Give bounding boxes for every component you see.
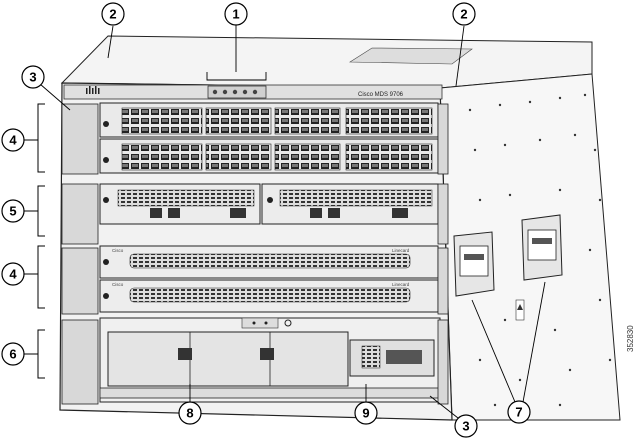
callout-8: 8 <box>178 401 202 425</box>
module-slot-1 <box>99 102 439 138</box>
figure-id: 352830 <box>626 325 635 352</box>
top-label-plate <box>349 47 473 65</box>
power-bay-indicators <box>241 317 292 329</box>
callout-3-top: 3 <box>21 65 45 89</box>
supervisor-module-left <box>99 183 261 225</box>
callout-7: 7 <box>507 400 531 424</box>
left-ejector-column <box>61 103 99 405</box>
chassis-brand-label: Cisco MDS 9706 <box>358 92 404 98</box>
svg-text:4: 4 <box>9 267 17 282</box>
power-supply-unit <box>349 339 435 377</box>
side-handle-left <box>453 231 495 297</box>
callout-brackets <box>37 103 45 379</box>
linecard-module-1: Cisco Linecard <box>99 245 439 279</box>
chassis-top <box>60 35 593 89</box>
callout-4-bottom: 4 <box>1 262 38 286</box>
svg-text:5: 5 <box>9 204 16 219</box>
callout-6: 6 <box>1 342 38 366</box>
callout-4-top: 4 <box>1 128 38 152</box>
svg-text:4: 4 <box>9 133 17 148</box>
side-handle-right <box>521 214 563 281</box>
callout-2-left: 2 <box>101 2 125 26</box>
fan-tray <box>107 331 349 387</box>
callout-5: 5 <box>1 199 38 223</box>
svg-text:3: 3 <box>29 70 36 85</box>
svg-text:1: 1 <box>232 7 239 22</box>
svg-text:9: 9 <box>362 406 369 421</box>
linecard-2-label: Linecard <box>392 282 410 287</box>
linecard-2-vendor: Cisco <box>112 282 124 287</box>
linecard-module-2: Cisco Linecard <box>99 279 439 313</box>
svg-text:2: 2 <box>109 7 116 22</box>
svg-text:6: 6 <box>9 347 16 362</box>
svg-text:7: 7 <box>515 405 522 420</box>
callout-1: 1 <box>224 2 248 26</box>
callout-9: 9 <box>354 401 378 425</box>
status-led-panel <box>207 85 267 99</box>
module-slot-2 <box>99 138 439 174</box>
right-ejector-column <box>437 103 449 405</box>
power-bay-sill <box>99 387 441 399</box>
svg-text:2: 2 <box>460 7 467 22</box>
leader-lines <box>39 25 546 419</box>
callout-3-bottom: 3 <box>454 414 478 438</box>
svg-text:8: 8 <box>186 406 193 421</box>
cisco-logo-icon <box>86 86 100 94</box>
linecard-1-vendor: Cisco <box>112 248 124 253</box>
callout-2-right: 2 <box>452 2 476 26</box>
linecard-1-label: Linecard <box>392 248 410 253</box>
svg-text:3: 3 <box>462 419 469 434</box>
side-panel-rivets <box>468 93 612 407</box>
supervisor-module-right <box>261 183 439 225</box>
warning-label <box>515 299 525 321</box>
